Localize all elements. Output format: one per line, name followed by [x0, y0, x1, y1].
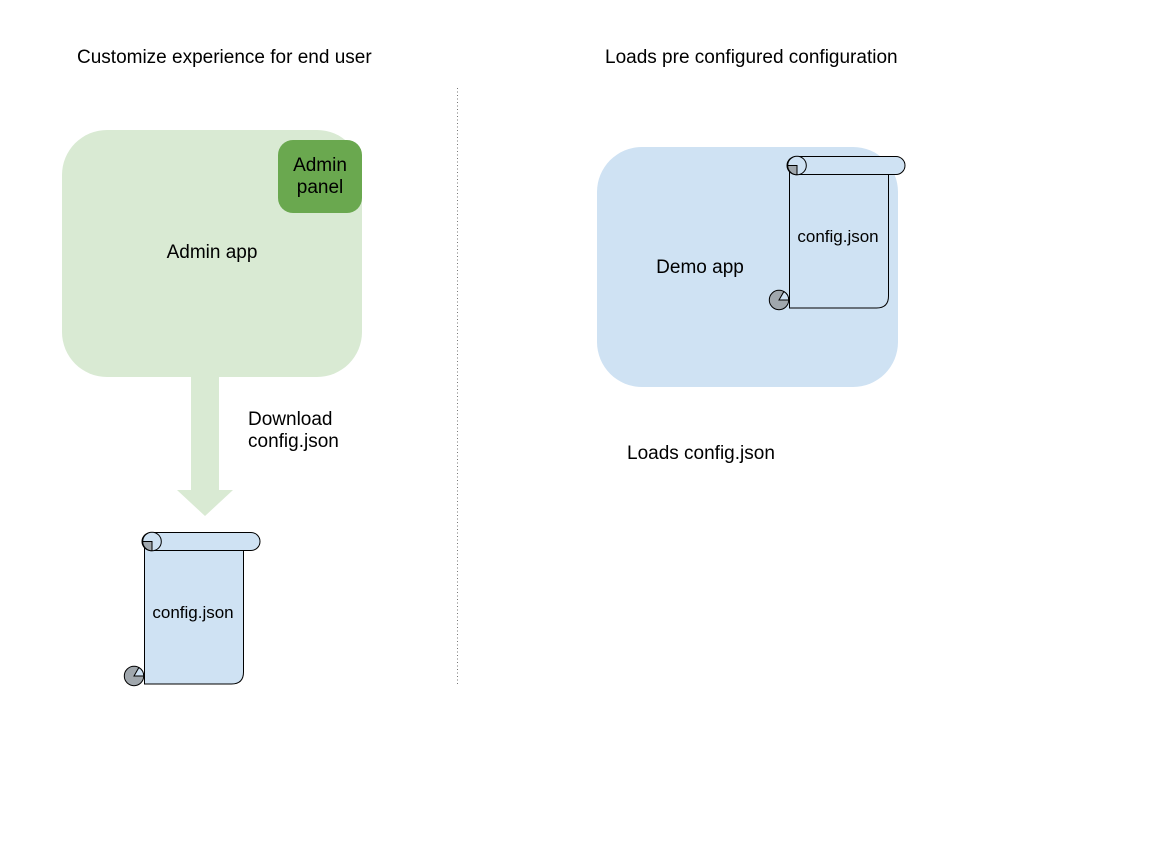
- demo-app-label: Demo app: [656, 257, 744, 278]
- download-config-label: Download config.json: [248, 409, 339, 452]
- config-json-label-right: config.json: [797, 227, 879, 246]
- download-arrow-icon: [177, 377, 233, 516]
- loads-config-caption: Loads config.json: [627, 443, 775, 464]
- right-section-title: Loads pre configured configuration: [605, 47, 898, 68]
- section-divider-dotted-line: [457, 88, 458, 686]
- config-json-label-left: config.json: [152, 603, 234, 622]
- admin-panel-label: Admin panel: [293, 154, 347, 198]
- demo-app-box: [597, 147, 898, 387]
- left-section-title: Customize experience for end user: [77, 47, 372, 68]
- admin-app-label: Admin app: [166, 242, 258, 263]
- admin-panel-box: Admin panel: [278, 140, 362, 213]
